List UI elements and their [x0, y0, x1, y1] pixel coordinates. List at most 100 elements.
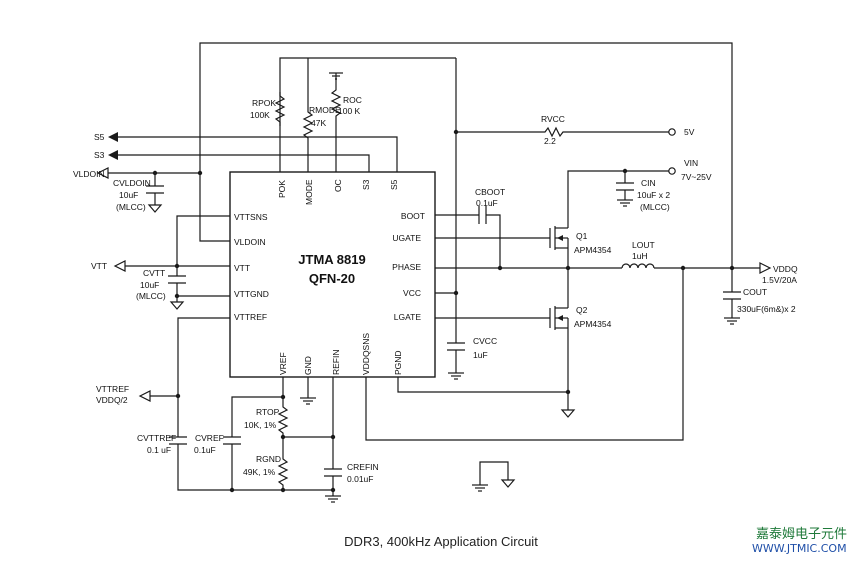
pin-s3: S3 [361, 179, 371, 190]
ground-cout-icon [724, 317, 740, 325]
label-cvldoin: CVLDOIN [113, 178, 151, 188]
label-rtop-value: 10K, 1% [244, 420, 277, 430]
net-s3: S3 [94, 150, 105, 160]
ground-cvcc-icon [448, 372, 464, 380]
pin-vldoin: VLDOIN [234, 237, 266, 247]
net-5v: 5V [684, 127, 695, 137]
pin-s5: S5 [389, 179, 399, 190]
label-lout: LOUT [632, 240, 655, 250]
label-rvcc-value: 2.2 [544, 136, 556, 146]
resistor-roc [330, 84, 342, 120]
resistor-rpok [274, 92, 286, 126]
wire-s5 [118, 136, 398, 172]
arrow-s5-icon [108, 132, 118, 142]
chip-name: JTMA 8819 [298, 252, 365, 267]
wire-pgnd [397, 377, 568, 393]
pin-pgnd: PGND [393, 350, 403, 375]
wire-phase [435, 248, 760, 269]
net-vtt: VTT [91, 261, 107, 271]
inductor-lout [621, 263, 655, 269]
label-roc-value: 100 K [338, 106, 361, 116]
pin-boot: BOOT [401, 211, 425, 221]
pin-vttref: VTTREF [234, 312, 267, 322]
wire-vddqsns [365, 268, 684, 441]
ground-crefin-icon [325, 495, 341, 503]
net-vin: VIN [684, 158, 698, 168]
label-cin: CIN [641, 178, 656, 188]
wire-vref [231, 377, 284, 490]
label-roc: ROC [343, 95, 362, 105]
label-crefin: CREFIN [347, 462, 379, 472]
pin-vddqsns: VDDQSNS [361, 333, 371, 375]
capacitor-cvldoin [146, 185, 164, 194]
mosfet-q2-arrow-icon [557, 315, 563, 321]
pin-vttgnd: VTTGND [234, 289, 269, 299]
arrow-vddq-icon [759, 262, 772, 274]
wire-s3 [118, 154, 370, 172]
ground-roc-icon [329, 72, 343, 80]
label-rgnd: RGND [256, 454, 281, 464]
pin-refin: REFIN [331, 350, 341, 376]
label-cvtt-value: 10uF [140, 280, 159, 290]
label-q2: Q2 [576, 305, 588, 315]
wire-vddq-to-vldoin [199, 42, 733, 268]
label-rvcc: RVCC [541, 114, 565, 124]
figure-caption: DDR3, 400kHz Application Circuit [344, 534, 538, 549]
label-q1-part: APM4354 [574, 245, 612, 255]
capacitor-cin [616, 182, 634, 191]
label-q2-part: APM4354 [574, 319, 612, 329]
net-vddq-spec: 1.5V/20A [762, 275, 797, 285]
arrow-s3-icon [108, 150, 118, 160]
label-cvcc-value: 1uF [473, 350, 488, 360]
label-rpok: RPOK [252, 98, 276, 108]
capacitor-cvttref [169, 436, 187, 445]
capacitor-cvref [223, 436, 241, 445]
label-rmode: RMODE [309, 105, 341, 115]
pin-ugate: UGATE [392, 233, 421, 243]
watermark-cn: 嘉泰姆电子元件 [756, 527, 847, 542]
label-cvtt-note: (MLCC) [136, 291, 166, 301]
label-cboot-value: 0.1uF [476, 198, 498, 208]
net-vttref: VTTREF [96, 384, 129, 394]
ground-legend-wire [479, 461, 509, 485]
net-s5: S5 [94, 132, 105, 142]
arrow-vttref-icon [138, 390, 151, 402]
label-rpok-value: 100K [250, 110, 270, 120]
pin-oc: OC [333, 179, 343, 192]
resistor-rvcc [542, 126, 566, 138]
ground-cin-icon [617, 199, 633, 207]
label-cvref-value: 0.1uF [194, 445, 216, 455]
wire-vin [567, 170, 669, 228]
watermark-url: WWW.JTMIC.COM [752, 542, 847, 555]
net-vttref-vddq2: VDDQ/2 [96, 395, 128, 405]
ground-legend-signal-icon [472, 484, 488, 492]
label-cout-value: 330uF(6m&)x 2 [737, 304, 796, 314]
chip-package: QFN-20 [309, 271, 355, 286]
arrow-vldoin-icon [96, 167, 109, 179]
label-q1: Q1 [576, 231, 588, 241]
label-crefin-value: 0.01uF [347, 474, 373, 484]
mosfet-q1-arrow-icon [557, 235, 563, 241]
label-cin-value: 10uF x 2 [637, 190, 670, 200]
terminal-5v [668, 128, 676, 136]
pin-gnd: GND [303, 356, 313, 375]
ground-q2-icon [560, 409, 576, 418]
ground-gnd-pin-icon [300, 397, 316, 405]
label-cout: COUT [743, 287, 767, 297]
label-cvref: CVREF [195, 433, 224, 443]
pin-lgate: LGATE [394, 312, 422, 322]
pin-vtt: VTT [234, 263, 250, 273]
capacitor-cvcc [447, 342, 465, 351]
capacitor-cout [723, 291, 741, 300]
label-cvldoin-value: 10uF [119, 190, 138, 200]
ground-legend-power-icon [500, 479, 516, 488]
terminal-vin [668, 167, 676, 175]
ground-cvtt-icon [169, 301, 185, 310]
wire-vttref [177, 317, 230, 396]
label-rtop: RTOP [256, 407, 280, 417]
capacitor-cboot [478, 206, 487, 224]
label-rgnd-value: 49K, 1% [243, 467, 276, 477]
capacitor-cvtt [168, 275, 186, 284]
resistor-rtop [277, 404, 289, 437]
